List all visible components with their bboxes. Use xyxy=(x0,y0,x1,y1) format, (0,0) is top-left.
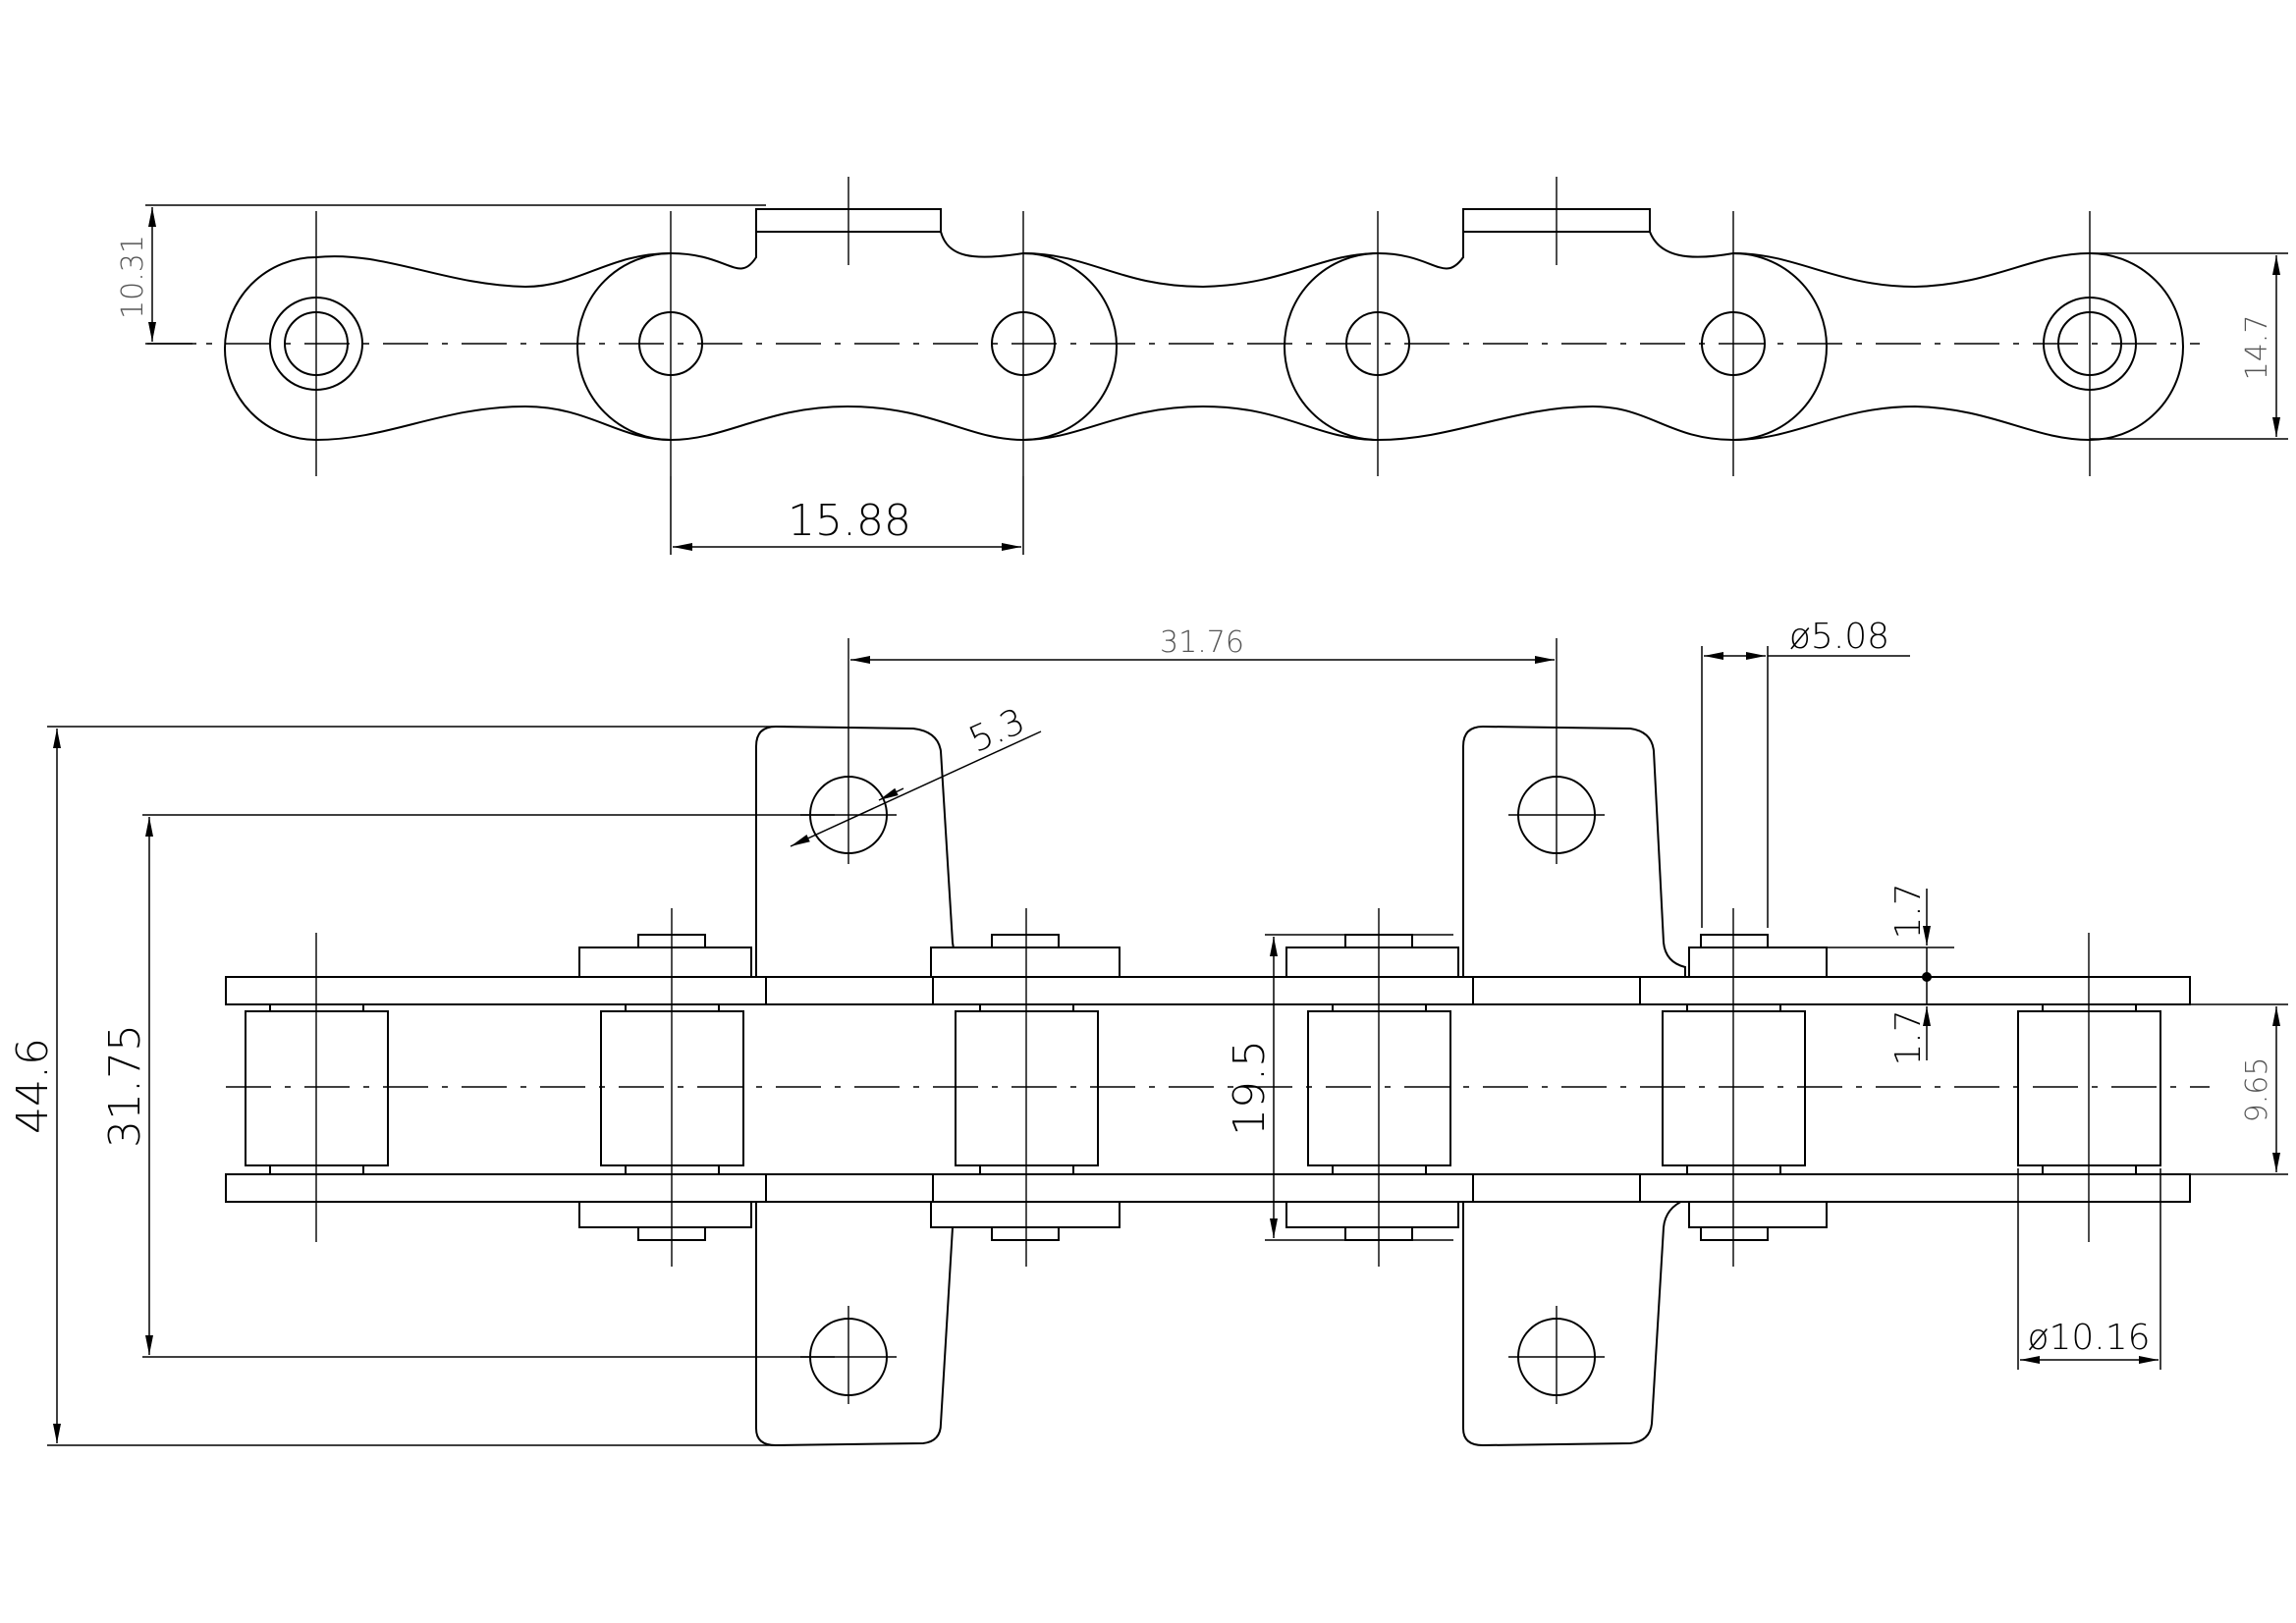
dim-pin-diameter-label: ø5.08 xyxy=(1789,617,1889,657)
dim-plate-thickness-bottom-label: 1.7 xyxy=(1888,1009,1929,1065)
dim-plate-height-label: 14.7 xyxy=(2240,315,2274,381)
dim-plate-thickness-top-label: 1.7 xyxy=(1888,883,1929,939)
pin-link-flange xyxy=(578,947,752,978)
dim-inner-width-label: 9.65 xyxy=(2240,1057,2274,1123)
link-end-arc xyxy=(1022,252,1118,441)
chain-plate-outline xyxy=(224,208,2184,442)
attachment-tab-upper xyxy=(1424,725,1686,978)
pin-head xyxy=(991,934,1060,948)
dim-attachment-pitch-label: 31.76 xyxy=(1160,625,1244,660)
attachment-tab-upper xyxy=(717,725,975,978)
dim-hole-spacing-label: 31.75 xyxy=(100,1024,150,1148)
top-link-plate-strip xyxy=(225,976,2191,1005)
bottom-link-plate-strip xyxy=(225,1173,2191,1203)
dim-pitch-label: 15.88 xyxy=(788,496,911,546)
pin-head xyxy=(1700,934,1769,948)
link-end-arc xyxy=(1284,252,1379,441)
dim-roller-diameter-label: ø10.16 xyxy=(2027,1318,2150,1358)
pin-head xyxy=(991,1226,1060,1241)
link-end-arc xyxy=(576,252,672,441)
pin-head xyxy=(1700,1226,1769,1241)
pin-link-flange xyxy=(1285,947,1459,978)
dim-offset-height-label: 10.31 xyxy=(116,235,150,319)
dim-point xyxy=(1922,972,1932,982)
dim-overall-width-label: 44.6 xyxy=(8,1038,58,1134)
link-end-arc xyxy=(1732,252,1828,441)
dim-line-hole-diameter-arrow xyxy=(878,787,904,801)
dim-hole-diameter-label: 5.3 xyxy=(963,701,1031,761)
attachment-tab-lower xyxy=(1424,1173,1686,1447)
dim-inner-width-total-label: 19.5 xyxy=(1225,1040,1275,1136)
pin-link-flange xyxy=(930,947,1121,978)
top-view-chain-side: 10.31 14.7 15.88 xyxy=(116,177,2288,555)
pin-link-flange xyxy=(1688,947,1828,978)
front-view-chain-plan: 31.76 5.3 ø5.08 44.6 31.75 19.5 xyxy=(8,617,2288,1447)
dim-line-hole-diameter xyxy=(790,730,1042,847)
